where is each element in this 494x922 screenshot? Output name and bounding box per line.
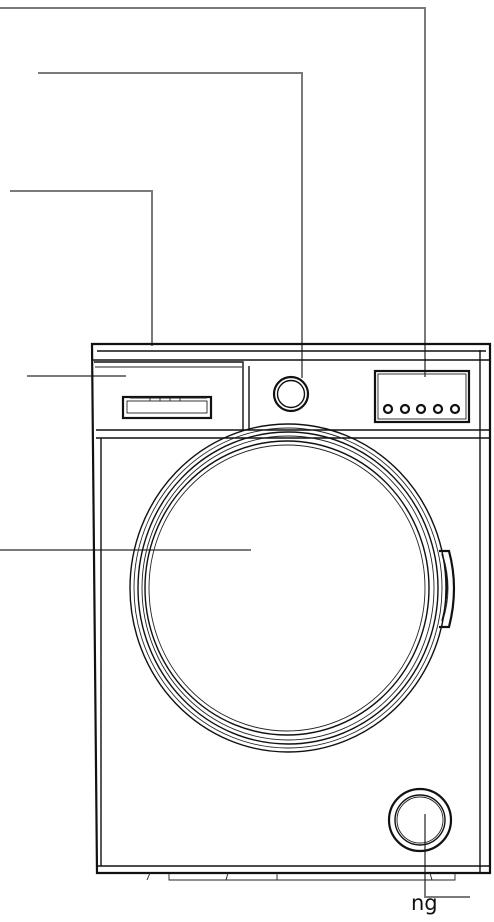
program-knob [272, 375, 310, 413]
leader-line-control-panel [0, 7, 426, 377]
washing-machine-door [129, 423, 456, 753]
control-panel-display [373, 369, 471, 424]
filter-cover [387, 787, 453, 853]
leader-line-filter-cover [424, 814, 470, 898]
bottom-partial-label: ng [411, 891, 438, 915]
washing-machine-body [90, 342, 492, 881]
leader-line-program-knob [38, 72, 303, 378]
leader-line-top-cover [10, 190, 153, 346]
detergent-drawer [94, 361, 250, 430]
